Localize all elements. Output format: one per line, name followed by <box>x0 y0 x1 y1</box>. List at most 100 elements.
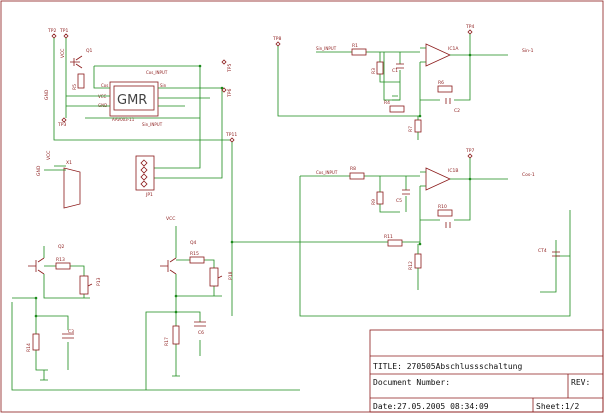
wires-r3-c1 <box>379 52 401 101</box>
label-gnd1: GND <box>44 89 50 100</box>
transistor-q1 <box>70 55 83 69</box>
testpoint-tp11 <box>229 137 235 143</box>
middle-bus: TP11 <box>225 132 420 316</box>
resistor-r14 <box>32 333 40 351</box>
gmr-part: AAV003-11 <box>112 117 135 122</box>
wires-gmr <box>66 65 223 179</box>
gnd-q4 <box>172 366 180 377</box>
label-sin-input-bottom: Sin_INPUT <box>142 122 163 127</box>
title-block <box>369 329 604 413</box>
label-r5: R5 <box>72 84 78 90</box>
q4-section: VCC Q4 R15 P18 R17 C6 <box>145 216 234 390</box>
label-r12: R12 <box>408 261 414 270</box>
date-text: Date:27.05.2005 08:34:09 <box>373 402 489 411</box>
label-r4: R4 <box>384 100 390 106</box>
resistor-r3 <box>376 61 384 75</box>
capacitor-c3 <box>62 333 74 339</box>
capacitor-c6 <box>194 321 206 327</box>
pin-gnd: GND <box>98 103 107 108</box>
label-r10: R10 <box>438 204 447 210</box>
gnd-q2 <box>40 370 48 381</box>
wires-q4 <box>145 226 222 390</box>
label-vcc3: VCC <box>166 216 175 222</box>
label-jp1: JP1 <box>145 192 153 198</box>
label-r9: R9 <box>371 199 377 205</box>
label-cos-out: Cos-1 <box>522 172 535 178</box>
capacitor-c2 <box>445 98 451 104</box>
label-ct4: CT4 <box>538 248 547 254</box>
label-sin-out: Sin-1 <box>522 48 534 54</box>
wire-ct4 <box>540 240 570 293</box>
capacitor-c4-fb <box>445 222 451 228</box>
label-cos-input: Cos_INPUT <box>316 170 338 175</box>
resistor-r12 <box>414 253 422 269</box>
label-c6: C6 <box>198 330 204 336</box>
label-c1: C1 <box>392 68 398 74</box>
resistor-r13 <box>55 262 71 270</box>
sheet-text: Sheet:1/2 <box>536 402 580 411</box>
potentiometer-p13 <box>79 275 89 295</box>
label-tp6: TP6 <box>227 89 233 98</box>
title-text: TITLE: 270505Abschlussschaltung <box>373 362 522 371</box>
wires-r9-c5 <box>379 176 407 213</box>
testpoint-tp8 <box>275 41 281 47</box>
gmr-chip-body <box>113 85 155 111</box>
pin-vcc: VCC <box>98 94 107 99</box>
label-vcc1: VCC <box>60 49 66 58</box>
testpoint-tp7 <box>467 153 473 159</box>
wire-cos-input <box>299 175 571 317</box>
doc-number: Document Number: <box>373 378 450 387</box>
transistor-q2 <box>28 257 45 275</box>
q2-section: Q2 R13 P13 R14 C3 <box>11 244 300 391</box>
resistor-r8 <box>349 172 365 180</box>
label-r6: R6 <box>438 80 444 86</box>
transistor-q4 <box>160 257 177 275</box>
label-r13: R13 <box>56 257 65 263</box>
wires-feedback-ic1a <box>419 55 471 116</box>
opamp-ic1a <box>425 43 451 67</box>
wire-ic1b-out <box>420 158 508 187</box>
label-sin-input: Sin_INPUT <box>316 46 337 51</box>
label-q4: Q4 <box>190 240 197 246</box>
gmr-sensor-section: TP2 TP1 GND VCC Q1 R5 TP3 GMR AAV003-11 … <box>36 28 233 209</box>
resistor-r1 <box>351 48 367 56</box>
label-r8: R8 <box>350 166 356 172</box>
resistor-r4 <box>389 105 405 113</box>
label-r11: R11 <box>384 234 393 240</box>
label-tp8: TP8 <box>272 36 281 42</box>
cos-amplifier-section: Cos_INPUT R8 R9 C5 IC1B TP7 Cos-1 R10 R1… <box>299 148 571 317</box>
label-r3: R3 <box>371 68 377 74</box>
resistor-r11 <box>387 239 403 247</box>
pin-sin: Sin <box>160 83 167 88</box>
testpoints-tp1-tp2 <box>51 33 69 39</box>
label-r1: R1 <box>352 43 358 49</box>
label-ic1b: IC1B <box>448 168 458 174</box>
capacitor-c1 <box>396 63 404 69</box>
label-tp2: TP2 <box>47 28 56 34</box>
label-tp4: TP4 <box>465 24 474 30</box>
resistor-r9 <box>376 191 384 205</box>
gmr-text: GMR <box>117 93 147 108</box>
label-r7: R7 <box>408 126 414 132</box>
resistor-r5 <box>77 73 85 89</box>
label-x1: X1 <box>66 160 72 166</box>
label-ic1a: IC1A <box>448 46 459 52</box>
label-tp7: TP7 <box>465 148 474 154</box>
resistor-r7 <box>414 119 422 133</box>
wire-tp11-bus <box>231 142 420 316</box>
opamp-ic1b <box>425 167 451 191</box>
pot-p13-wiper <box>87 283 93 287</box>
label-tp3: TP3 <box>57 122 66 128</box>
jp1-pins <box>140 159 148 188</box>
wires-feedback-ic1b <box>419 179 471 244</box>
resistor-r15 <box>189 256 205 264</box>
wire-tp8 <box>277 46 420 117</box>
label-gnd2: GND <box>36 165 42 176</box>
rev-label: REV: <box>571 378 590 387</box>
testpoint-tp3 <box>61 117 67 123</box>
connector-jp1 <box>135 155 155 191</box>
label-cos-input-top: Cos_INPUT <box>146 70 168 75</box>
label-tp5: TP5 <box>227 64 233 73</box>
